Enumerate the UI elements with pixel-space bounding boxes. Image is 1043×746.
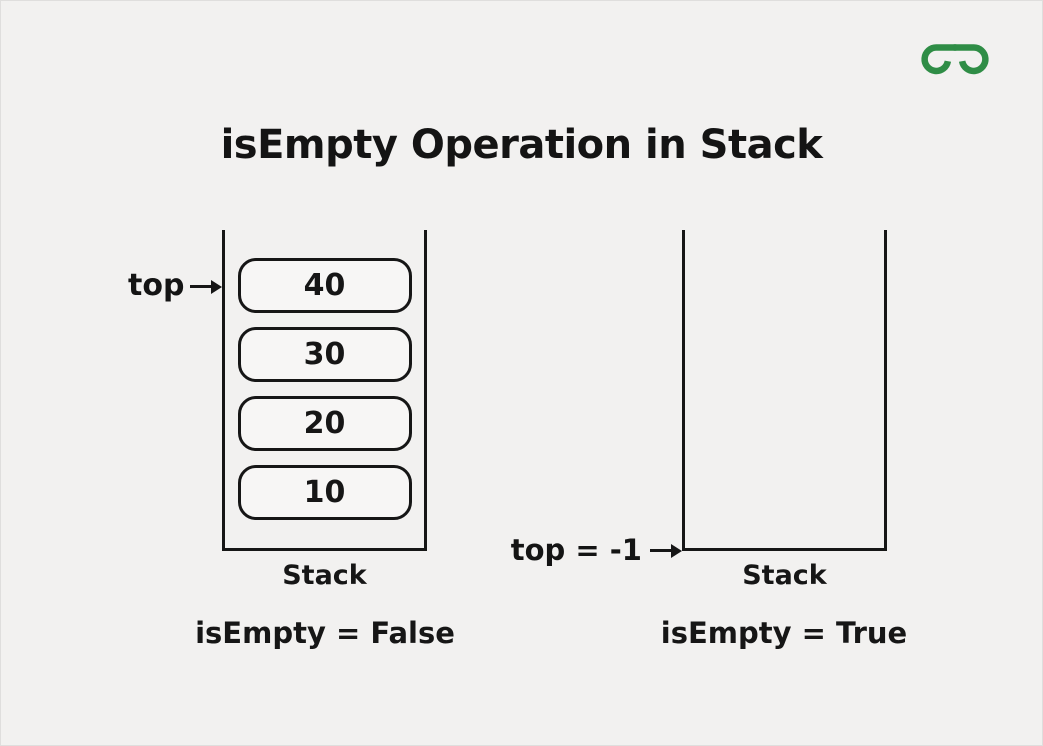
stack-container-filled: 40 30 20 10 bbox=[222, 230, 427, 551]
top-pointer-arrow-icon bbox=[190, 279, 222, 294]
stack-label-left: Stack bbox=[282, 560, 367, 591]
top-minus-one-pointer-arrow-icon bbox=[650, 543, 682, 558]
stack-label-right: Stack bbox=[742, 560, 827, 591]
stack-element: 40 bbox=[237, 258, 412, 313]
top-minus-one-pointer-label: top = -1 bbox=[510, 533, 642, 567]
stack-element: 30 bbox=[237, 327, 412, 382]
isempty-status-right: isEmpty = True bbox=[660, 616, 908, 650]
top-pointer-label: top bbox=[128, 268, 185, 303]
geeksforgeeks-logo-icon bbox=[921, 44, 989, 75]
stack-container-empty bbox=[682, 230, 887, 551]
isempty-status-left: isEmpty = False bbox=[195, 616, 455, 650]
page-title: isEmpty Operation in Stack bbox=[220, 122, 823, 168]
stack-element: 20 bbox=[237, 396, 412, 451]
stack-element: 10 bbox=[237, 465, 412, 520]
